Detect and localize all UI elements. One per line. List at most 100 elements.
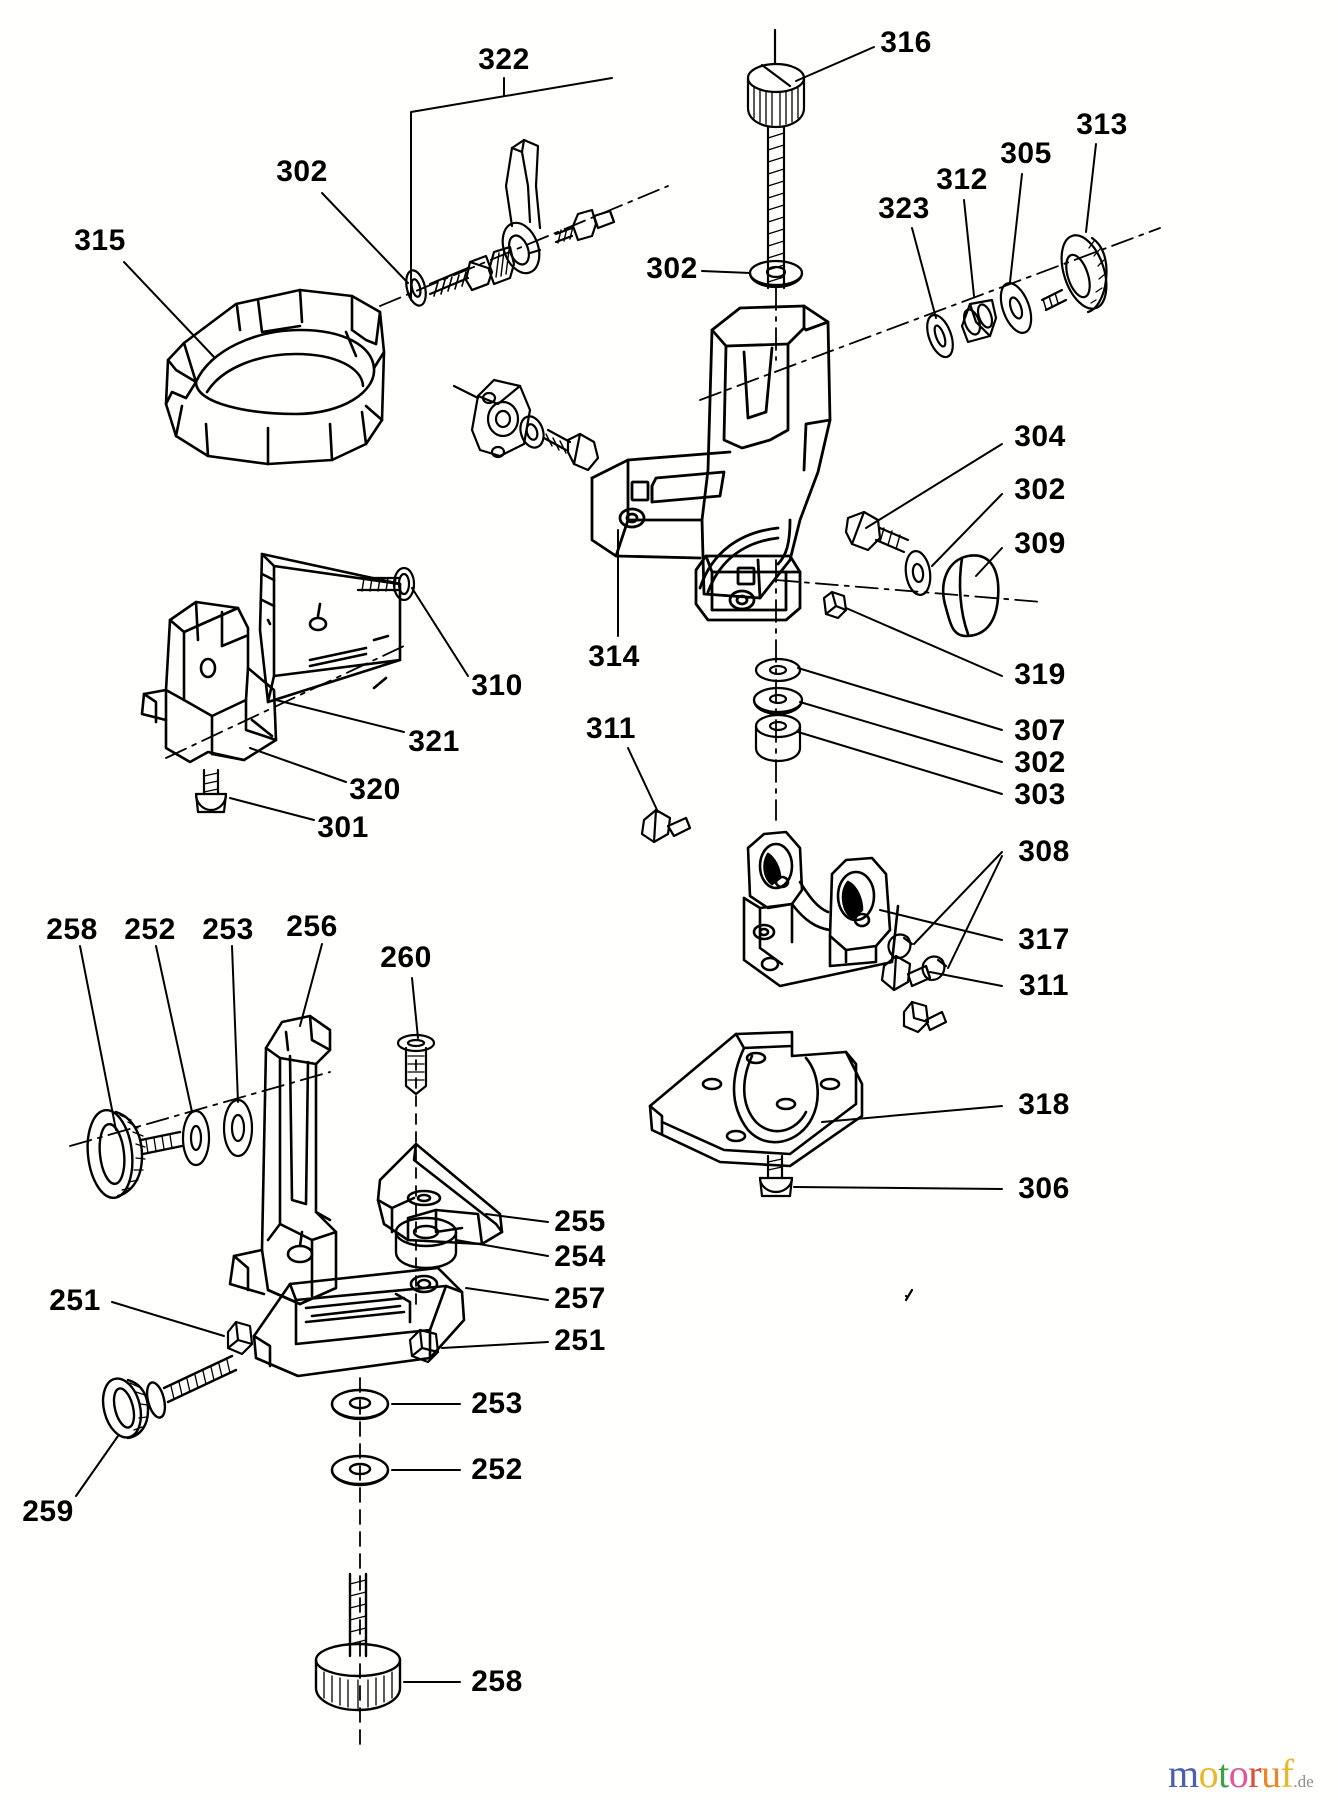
callout-258-bottom: 258 — [471, 1665, 523, 1698]
part-257-slide — [252, 1266, 466, 1378]
callout-309: 309 — [1014, 527, 1066, 560]
callout-302-lower: 302 — [1014, 746, 1066, 779]
callout-317: 317 — [1018, 923, 1070, 956]
part-259-knob-bolt — [101, 1354, 238, 1440]
callout-253-bottom: 253 — [471, 1387, 523, 1420]
part-310-screw — [356, 566, 416, 602]
callout-322: 322 — [478, 43, 530, 76]
logo-letter-f: f — [1280, 1751, 1294, 1796]
callout-314: 314 — [588, 640, 640, 673]
callout-316: 316 — [880, 26, 932, 59]
callout-303: 303 — [1014, 778, 1066, 811]
part-314-support-bracket — [590, 304, 832, 622]
logo-letter-o1: o — [1198, 1751, 1219, 1796]
callout-305: 305 — [1000, 137, 1052, 170]
callout-321: 321 — [408, 725, 460, 758]
leader-lines-upper-left — [123, 192, 409, 358]
leader-311-upper — [627, 747, 659, 813]
logo-letter-m: m — [1168, 1751, 1199, 1796]
leader-lines-257-251 — [111, 1287, 549, 1349]
callout-323: 323 — [878, 192, 930, 225]
callout-252-bottom: 252 — [471, 1453, 523, 1486]
callout-251-right: 251 — [554, 1324, 606, 1357]
axis-line-upper-right — [699, 227, 1161, 401]
part-311-pin-lower — [880, 954, 932, 992]
leader-311-lower — [929, 971, 1003, 987]
part-252-washer-bottom — [330, 1454, 390, 1487]
callout-304: 304 — [1014, 420, 1066, 453]
part-313-knob — [1040, 234, 1108, 314]
callout-253-upper: 253 — [202, 913, 254, 946]
leader-lines-lower-left-top — [79, 943, 323, 1131]
subassembly-center-left — [452, 378, 600, 472]
part-251-nut-right — [408, 1328, 440, 1364]
part-322-lever-assembly — [428, 138, 616, 297]
part-306-screw — [758, 1154, 794, 1198]
part-258-leveling-foot — [314, 1572, 402, 1712]
callout-254: 254 — [554, 1240, 606, 1273]
part-308-retainers — [902, 1000, 948, 1034]
part-251-nut-left — [226, 1320, 254, 1356]
leader-316 — [795, 46, 875, 82]
callout-306: 306 — [1018, 1172, 1070, 1205]
callout-311-upper: 311 — [586, 712, 636, 745]
part-302-washer-upper-left — [405, 269, 427, 307]
leader-259 — [75, 1435, 119, 1497]
leader-260 — [411, 977, 419, 1039]
axis-line-upper-center — [379, 185, 669, 307]
part-318-base-pad — [648, 1030, 864, 1168]
callout-252-upper: 252 — [124, 913, 176, 946]
part-307-washer — [754, 657, 802, 683]
leader-317 — [879, 909, 1003, 941]
part-323-washer — [926, 313, 954, 359]
callout-313: 313 — [1076, 108, 1128, 141]
callout-256: 256 — [286, 910, 338, 943]
callout-302-upper-left: 302 — [276, 155, 328, 188]
part-315-collar — [164, 288, 386, 466]
part-320-bracket — [140, 600, 278, 764]
callout-302-center-top: 302 — [646, 252, 698, 285]
callout-307: 307 — [1014, 714, 1066, 747]
leader-lines-307-302-303 — [797, 667, 1003, 795]
leader-lines-308 — [913, 851, 1003, 969]
part-258-knob-left — [86, 1108, 184, 1200]
part-253-washer-bottom — [330, 1388, 390, 1421]
motoruf-watermark-logo: motoruf.de — [1168, 1752, 1336, 1798]
part-256-post — [228, 1014, 338, 1306]
part-312-bushing — [960, 298, 998, 344]
part-303-bushing — [754, 713, 802, 763]
logo-letter-t: t — [1218, 1751, 1229, 1796]
callout-319: 319 — [1014, 658, 1066, 691]
callout-310: 310 — [471, 669, 523, 702]
leader-lines-mid-left — [229, 587, 469, 821]
axis-line-lower-left — [69, 1071, 331, 1147]
leader-lines-right-mid — [845, 443, 1003, 677]
part-260-screw — [396, 1033, 436, 1096]
leader-306 — [793, 1186, 1003, 1190]
part-304-screw — [844, 510, 910, 554]
callout-301: 301 — [317, 811, 369, 844]
leader-318 — [821, 1105, 1003, 1123]
callout-302-right: 302 — [1014, 473, 1066, 506]
leader-lines-255-254 — [455, 1213, 549, 1257]
leader-lines-upper-right — [911, 143, 1097, 319]
callout-320: 320 — [349, 773, 401, 806]
logo-suffix-de: .de — [1293, 1772, 1314, 1791]
leader-302-center-top — [701, 270, 751, 274]
callout-318: 318 — [1018, 1088, 1070, 1121]
part-252-washer-left — [181, 1109, 211, 1167]
callout-258-upper: 258 — [46, 913, 98, 946]
callout-312: 312 — [936, 163, 988, 196]
part-305-washer — [999, 282, 1033, 334]
callout-259: 259 — [22, 1495, 74, 1528]
callout-251-left: 251 — [49, 1284, 101, 1317]
part-308-clips — [904, 1288, 914, 1302]
logo-letter-o2: o — [1228, 1751, 1249, 1796]
bracket-322 — [410, 77, 613, 301]
part-317-pivot-base — [742, 830, 900, 988]
part-309-cover — [941, 554, 1000, 638]
callout-255: 255 — [554, 1205, 606, 1238]
part-302-washer-right — [904, 550, 932, 596]
logo-letter-u: u — [1261, 1751, 1281, 1796]
